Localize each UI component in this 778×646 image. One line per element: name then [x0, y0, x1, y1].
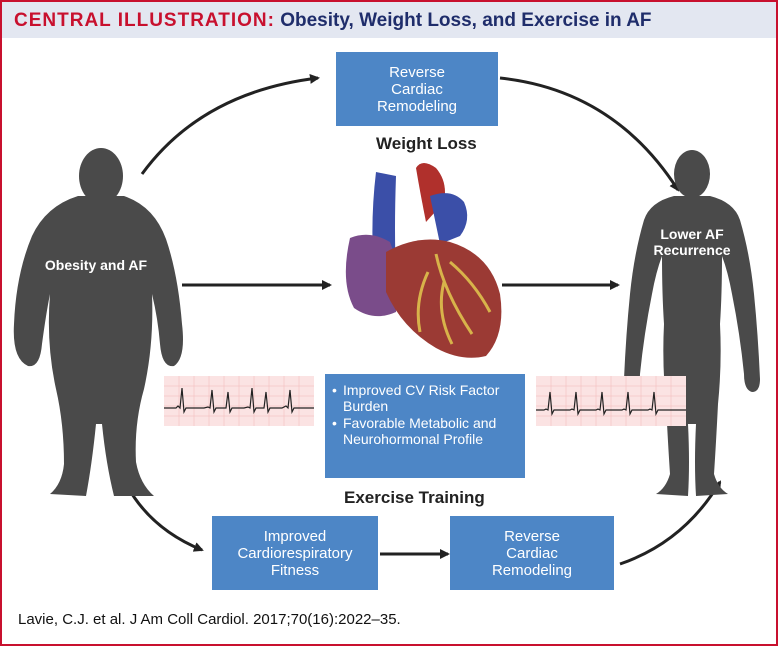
- right-person-label-line1: Lower AF: [660, 226, 724, 242]
- fitness-box-line2: Cardiorespiratory: [237, 544, 353, 562]
- bottom-box-line1: Reverse: [504, 527, 560, 545]
- bottom-box-line2: Cardiac: [506, 544, 558, 562]
- ecg-strip-right: [536, 376, 686, 426]
- arrow-top-left: [140, 73, 320, 175]
- header-bar: CENTRAL ILLUSTRATION: Obesity, Weight Lo…: [2, 2, 776, 38]
- bottom-reverse-remodeling-box: Reverse Cardiac Remodeling: [450, 516, 614, 590]
- exercise-training-label: Exercise Training: [344, 488, 485, 507]
- top-box-line1: Reverse: [389, 63, 445, 81]
- citation: Lavie, C.J. et al. J Am Coll Cardiol. 20…: [18, 611, 401, 628]
- left-person-label: Obesity and AF: [44, 257, 148, 273]
- fitness-box-line3: Fitness: [270, 561, 320, 579]
- heart-illustration: [345, 163, 502, 358]
- fit-person-silhouette: [624, 150, 760, 496]
- pulmonary-artery: [430, 193, 468, 244]
- obese-person-silhouette: [13, 148, 184, 496]
- ventricles: [386, 239, 502, 358]
- right-person-label: Lower AF Recurrence: [642, 226, 742, 258]
- fitness-box-line1: Improved: [263, 527, 327, 545]
- left-atrium: [345, 234, 398, 317]
- right-person-label-line2: Recurrence: [653, 242, 731, 258]
- top-box-line2: Cardiac: [391, 80, 443, 98]
- figure-title: CENTRAL ILLUSTRATION: Obesity, Weight Lo…: [14, 10, 652, 32]
- benefit-item-1: Improved CV Risk Factor Burden: [332, 382, 519, 414]
- bottom-box-line3: Remodeling: [491, 561, 573, 579]
- coronary-vessels: [416, 253, 492, 345]
- arrow-top-right: [499, 76, 680, 192]
- benefits-box: Improved CV Risk Factor Burden Favorable…: [325, 374, 525, 478]
- top-box-line3: Remodeling: [376, 97, 458, 115]
- title-rest: Obesity, Weight Loss, and Exercise in AF: [280, 10, 652, 31]
- top-reverse-remodeling-box: Reverse Cardiac Remodeling: [336, 52, 498, 126]
- title-lead: CENTRAL ILLUSTRATION:: [14, 10, 275, 31]
- fitness-box: Improved Cardiorespiratory Fitness: [212, 516, 378, 590]
- ecg-strip-left: [164, 376, 314, 426]
- benefits-list: Improved CV Risk Factor Burden Favorable…: [331, 382, 519, 447]
- weight-loss-label: Weight Loss: [376, 134, 477, 153]
- benefit-item-2: Favorable Metabolic and Neurohormonal Pr…: [332, 415, 519, 447]
